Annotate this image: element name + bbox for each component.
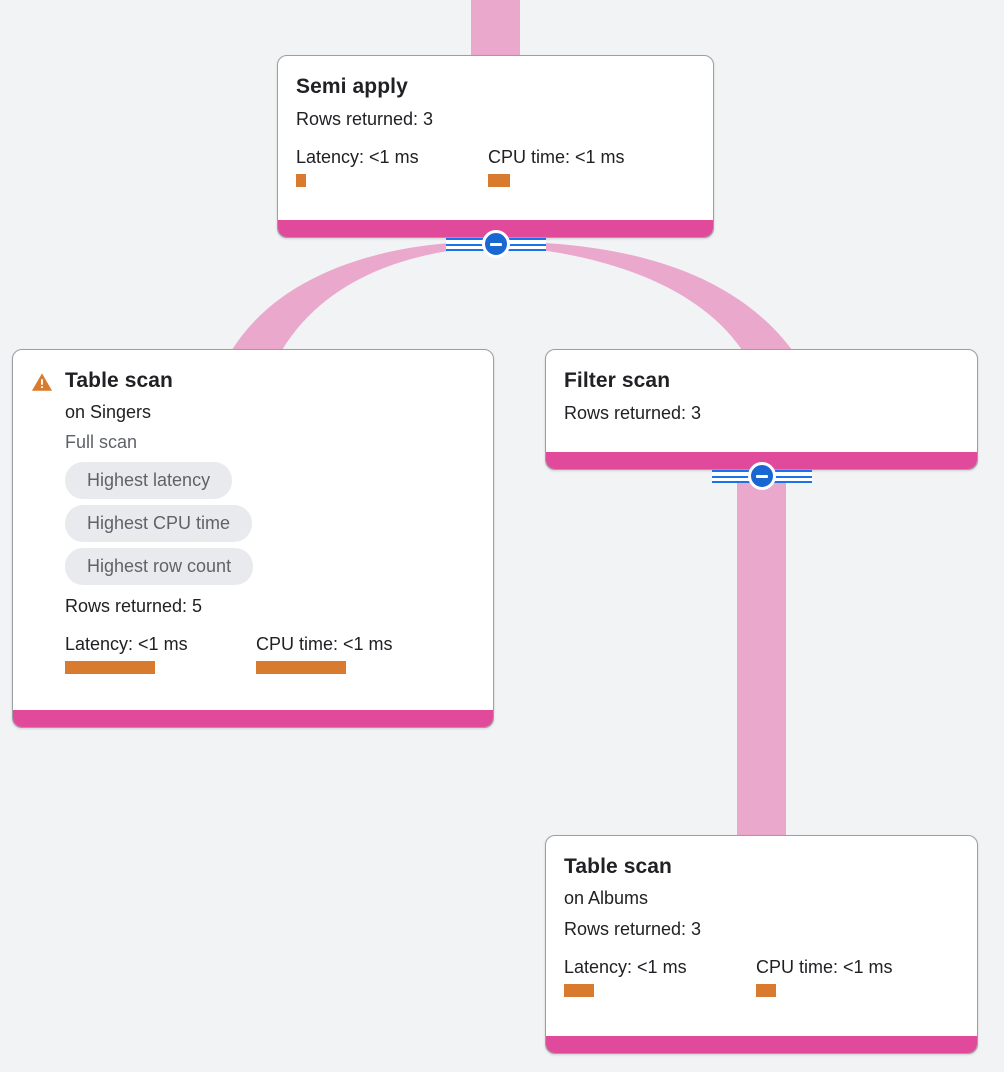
latency-bar xyxy=(65,661,155,674)
latency-metric: Latency: <1 ms xyxy=(65,633,256,674)
edge-semiapply-to-filter-scan xyxy=(497,242,792,350)
cpu-bar xyxy=(488,174,510,187)
cpu-bar xyxy=(256,661,346,674)
chip-highest-cpu-time[interactable]: Highest CPU time xyxy=(65,505,253,542)
node-footer-bar xyxy=(546,452,977,469)
minus-circle-icon[interactable] xyxy=(748,462,776,490)
latency-bar xyxy=(296,174,306,187)
node-title: Filter scan xyxy=(564,369,671,392)
node-table-scan-albums[interactable]: Table scan on Albums Rows returned: 3 La… xyxy=(545,835,978,1054)
cpu-metric: CPU time: <1 ms xyxy=(756,956,893,997)
latency-label: Latency: <1 ms xyxy=(65,634,188,654)
rows-returned: Rows returned: 3 xyxy=(564,403,702,423)
node-filter-scan-header: Filter scan xyxy=(564,366,959,396)
node-footer-bar xyxy=(546,1036,977,1053)
chip-highest-row-count[interactable]: Highest row count xyxy=(65,548,254,585)
node-subtitle: on Singers xyxy=(65,402,152,422)
latency-bar xyxy=(564,984,594,997)
chip-highest-latency[interactable]: Highest latency xyxy=(65,462,233,499)
node-table-scan-albums-body: Table scan on Albums Rows returned: 3 La… xyxy=(546,836,977,1015)
cpu-bar xyxy=(756,984,776,997)
minus-glyph xyxy=(490,242,502,246)
cpu-label: CPU time: <1 ms xyxy=(256,634,393,654)
rows-returned: Rows returned: 3 xyxy=(564,919,702,939)
badge-chip-list: Highest latency Highest CPU time Highest… xyxy=(31,462,475,585)
metrics-row: Latency: <1 ms CPU time: <1 ms xyxy=(31,633,475,674)
node-table-scan-albums-header: Table scan xyxy=(564,852,959,882)
metrics-row: Latency: <1 ms CPU time: <1 ms xyxy=(296,146,695,187)
node-table-scan-singers-header: Table scan xyxy=(31,366,475,396)
cpu-metric: CPU time: <1 ms xyxy=(488,146,625,187)
latency-metric: Latency: <1 ms xyxy=(564,956,756,997)
node-semi-apply[interactable]: Semi apply Rows returned: 3 Latency: <1 … xyxy=(277,55,714,238)
node-scan-type: Full scan xyxy=(65,432,138,452)
collapse-badge-semi-apply[interactable] xyxy=(446,230,546,258)
node-footer-bar xyxy=(13,710,493,727)
latency-metric: Latency: <1 ms xyxy=(296,146,488,187)
metrics-row: Latency: <1 ms CPU time: <1 ms xyxy=(564,956,959,997)
cpu-label: CPU time: <1 ms xyxy=(488,147,625,167)
latency-label: Latency: <1 ms xyxy=(564,957,687,977)
latency-label: Latency: <1 ms xyxy=(296,147,419,167)
cpu-metric: CPU time: <1 ms xyxy=(256,633,393,674)
minus-glyph xyxy=(756,474,768,478)
rows-returned: Rows returned: 3 xyxy=(296,109,434,129)
edge-filter-scan-to-table-scan-albums xyxy=(737,472,786,836)
node-semi-apply-body: Semi apply Rows returned: 3 Latency: <1 … xyxy=(278,56,713,205)
edge-semiapply-to-table-scan-singers xyxy=(232,242,495,350)
node-footer-bar xyxy=(278,220,713,237)
node-semi-apply-header: Semi apply xyxy=(296,72,695,102)
warning-triangle-icon xyxy=(31,373,53,391)
node-table-scan-singers-body: Table scan on Singers Full scan Highest … xyxy=(13,350,493,692)
edge-incoming-root xyxy=(471,0,520,56)
node-title: Semi apply xyxy=(296,75,408,98)
node-filter-scan[interactable]: Filter scan Rows returned: 3 xyxy=(545,349,978,470)
cpu-label: CPU time: <1 ms xyxy=(756,957,893,977)
node-title: Table scan xyxy=(564,855,672,878)
node-subtitle: on Albums xyxy=(564,888,649,908)
node-title: Table scan xyxy=(65,369,173,392)
node-table-scan-singers[interactable]: Table scan on Singers Full scan Highest … xyxy=(12,349,494,728)
rows-returned: Rows returned: 5 xyxy=(65,596,203,616)
collapse-badge-filter-scan[interactable] xyxy=(712,462,812,490)
minus-circle-icon[interactable] xyxy=(482,230,510,258)
node-filter-scan-body: Filter scan Rows returned: 3 xyxy=(546,350,977,444)
